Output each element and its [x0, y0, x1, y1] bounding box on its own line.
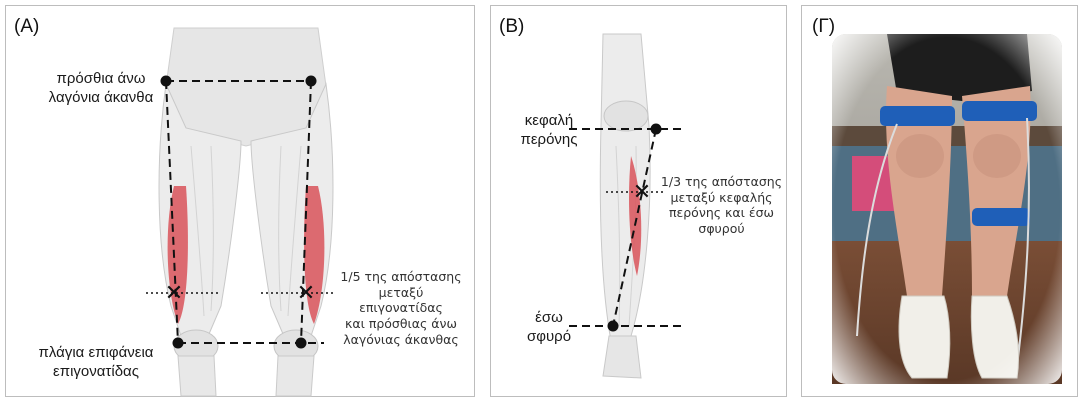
landmark-patella-label: πλάγια επιφάνεια επιγονατίδας	[26, 344, 166, 382]
landmark-asis-label: πρόσθια άνω λαγόνια άκανθα	[36, 70, 166, 108]
annotation-tibialis-anterior: 1/3 της απόστασης μεταξύ κεφαλής περόνης…	[659, 174, 784, 237]
panel-b: (B) ✕ κεφαλή περόνης 1/3 της απόστασης μ…	[490, 5, 787, 397]
photo-knees-with-electrodes	[802, 6, 1079, 398]
landmark-dot	[651, 124, 662, 135]
landmark-dot	[173, 338, 184, 349]
landmark-malleolus-label: έσω σφυρό	[509, 309, 589, 347]
landmark-dot	[296, 338, 307, 349]
landmark-fibula-head-label: κεφαλή περόνης	[509, 112, 589, 150]
annotation-vastus-lateralis: 1/5 της απόστασης μεταξύ επιγονατίδας κα…	[336, 269, 466, 347]
landmark-dot	[306, 76, 317, 87]
electrode-marker-x: ✕	[297, 281, 315, 306]
landmark-dot	[608, 321, 619, 332]
electrode-marker-x: ✕	[165, 281, 183, 306]
panel-c: (Γ)	[801, 5, 1078, 397]
panel-a: (A) ✕ ✕ πρόσθι	[5, 5, 475, 397]
electrode-marker-x: ✕	[633, 180, 651, 205]
